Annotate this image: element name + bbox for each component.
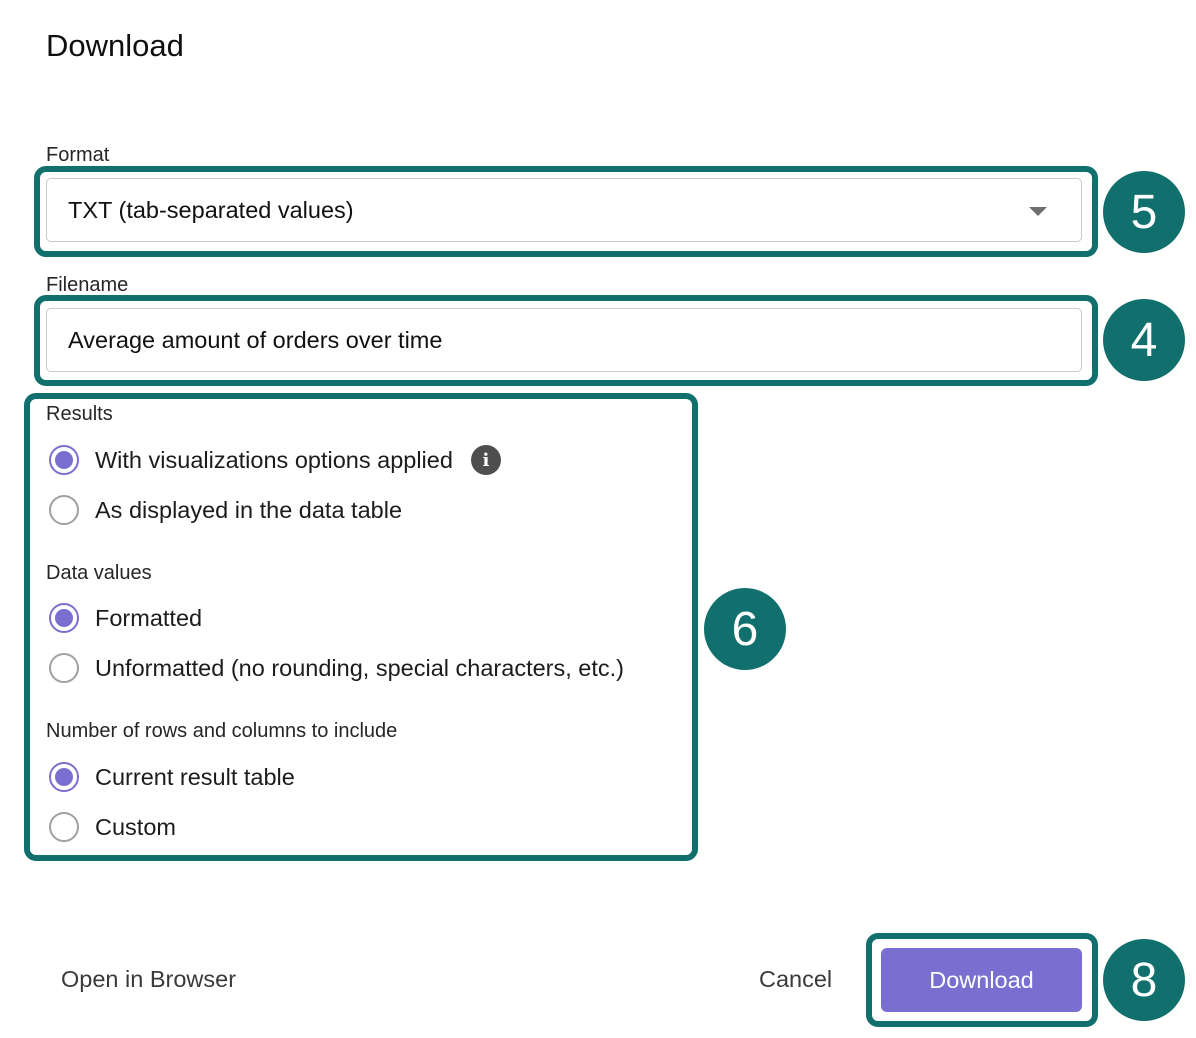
radio-current-result-table[interactable]: Current result table bbox=[49, 759, 295, 795]
radio-label: Formatted bbox=[95, 604, 203, 631]
download-annotation-frame bbox=[866, 933, 1098, 1027]
radio-with-visualizations[interactable]: With visualizations options applied i bbox=[49, 442, 501, 478]
data-values-label: Data values bbox=[46, 562, 152, 584]
radio-button[interactable] bbox=[49, 653, 79, 683]
filename-input-value: Average amount of orders over time bbox=[68, 326, 443, 353]
callout-badge-5: 5 bbox=[1103, 171, 1185, 253]
radio-label: As displayed in the data table bbox=[95, 496, 403, 523]
callout-badge-4: 4 bbox=[1103, 299, 1185, 381]
radio-formatted[interactable]: Formatted bbox=[49, 600, 202, 636]
options-annotation-frame bbox=[24, 393, 698, 861]
format-label: Format bbox=[46, 144, 110, 166]
info-icon[interactable]: i bbox=[470, 445, 501, 475]
dialog-title: Download bbox=[46, 28, 184, 63]
callout-badge-6: 6 bbox=[704, 588, 786, 670]
format-select-value: TXT (tab-separated values) bbox=[68, 196, 354, 223]
radio-as-displayed[interactable]: As displayed in the data table bbox=[49, 492, 402, 528]
radio-label: Unformatted (no rounding, special charac… bbox=[95, 654, 625, 681]
radio-button-selected[interactable] bbox=[49, 445, 79, 475]
radio-label: Current result table bbox=[95, 763, 295, 790]
callout-badge-8: 8 bbox=[1103, 939, 1185, 1021]
cancel-button[interactable]: Cancel bbox=[759, 966, 833, 992]
format-annotation-frame bbox=[34, 166, 1098, 257]
chevron-down-icon bbox=[1029, 207, 1047, 216]
radio-label: Custom bbox=[95, 813, 176, 840]
rows-columns-label: Number of rows and columns to include bbox=[46, 720, 398, 742]
filename-input[interactable]: Average amount of orders over time bbox=[46, 308, 1082, 372]
results-label: Results bbox=[46, 403, 113, 425]
download-button[interactable]: Download bbox=[881, 948, 1082, 1012]
radio-custom[interactable]: Custom bbox=[49, 809, 176, 845]
radio-button-selected[interactable] bbox=[49, 603, 79, 633]
radio-button[interactable] bbox=[49, 495, 79, 525]
radio-unformatted[interactable]: Unformatted (no rounding, special charac… bbox=[49, 650, 624, 686]
radio-button-selected[interactable] bbox=[49, 762, 79, 792]
radio-label: With visualizations options applied bbox=[95, 446, 453, 473]
format-select[interactable]: TXT (tab-separated values) bbox=[46, 178, 1082, 242]
open-in-browser-button[interactable]: Open in Browser bbox=[61, 966, 237, 992]
filename-annotation-frame bbox=[34, 295, 1098, 386]
filename-label: Filename bbox=[46, 274, 129, 296]
radio-button[interactable] bbox=[49, 812, 79, 842]
